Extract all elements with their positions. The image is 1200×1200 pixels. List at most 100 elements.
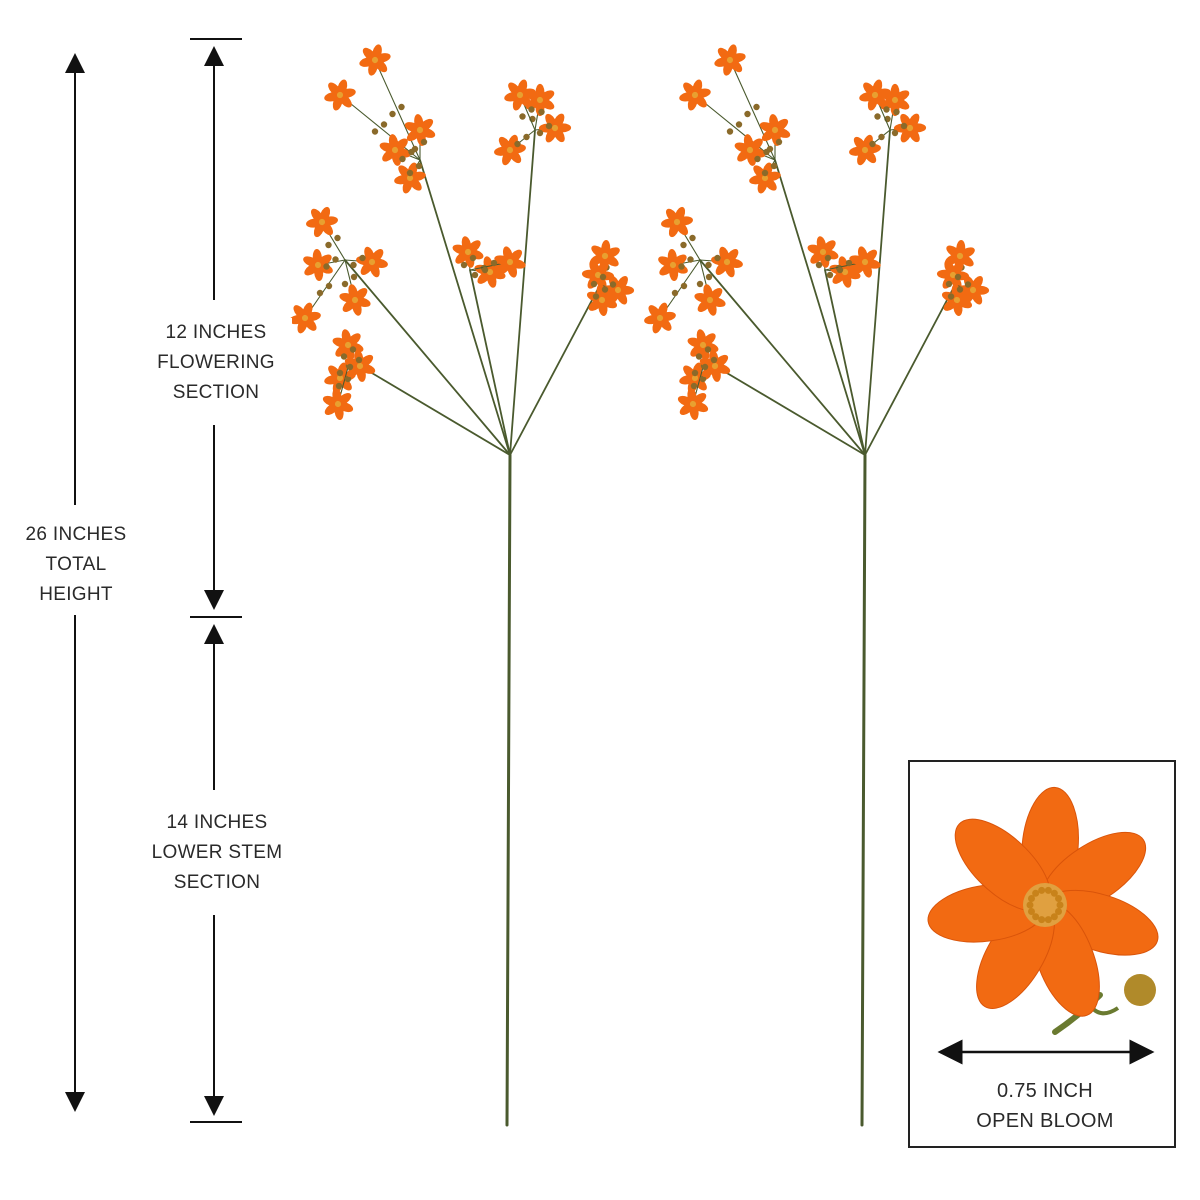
- flower-icon: [306, 206, 338, 238]
- flower-icon: [504, 79, 536, 111]
- bud-icon: [538, 108, 545, 116]
- flower-icon: [658, 248, 688, 282]
- bud-icon: [335, 382, 343, 390]
- bud-icon: [332, 256, 339, 263]
- bud-icon: [350, 273, 358, 281]
- bud-icon: [705, 261, 712, 269]
- flower-icon: [661, 206, 693, 238]
- bud-icon: [349, 346, 357, 353]
- bud-icon: [836, 266, 844, 274]
- bud-icon: [893, 108, 900, 116]
- bud-icon: [420, 138, 428, 146]
- bud-icon: [754, 155, 761, 163]
- flower-icon: [379, 134, 411, 166]
- flowering-section-dimension: [190, 38, 242, 618]
- bud-icon: [815, 261, 823, 269]
- flower-icon: [945, 239, 975, 273]
- bud-icon: [878, 133, 885, 141]
- bud-icon: [336, 369, 344, 377]
- bloom-closeup: [927, 786, 1159, 1035]
- bud-icon: [680, 241, 687, 249]
- bud-icon: [340, 353, 348, 360]
- bud-icon: [947, 293, 955, 300]
- flower-icon: [525, 83, 555, 117]
- bud-icon: [964, 281, 972, 288]
- bud-icon: [460, 261, 468, 269]
- bud-icon: [523, 133, 530, 141]
- flower-icon: [849, 134, 881, 166]
- flower-icon: [590, 239, 620, 273]
- bud-icon: [323, 263, 330, 270]
- bud-icon: [891, 129, 899, 137]
- bud-icon: [490, 259, 498, 267]
- bud-icon: [346, 363, 354, 371]
- flower-icon: [694, 284, 726, 316]
- bud-icon: [341, 280, 349, 288]
- bud-icon: [696, 280, 704, 288]
- bud-icon: [406, 169, 414, 177]
- flower-stem-left: [289, 44, 635, 1127]
- bud-icon: [735, 121, 743, 128]
- flowering-section-label: 12 INCHES FLOWERING SECTION: [140, 318, 292, 408]
- bud-icon: [325, 241, 332, 249]
- bud-icon: [680, 282, 688, 290]
- flower-icon: [344, 350, 376, 382]
- bud-icon: [671, 289, 679, 297]
- bud-icon: [824, 254, 832, 262]
- bud-icon: [1124, 974, 1156, 1006]
- bud-icon: [325, 282, 333, 290]
- bud-icon: [609, 281, 617, 288]
- bud-icon: [355, 356, 363, 364]
- flower-icon: [324, 79, 356, 111]
- flower-icon: [303, 248, 333, 282]
- flower-icon: [322, 388, 354, 420]
- bud-icon: [599, 273, 607, 281]
- bud-icon: [380, 121, 388, 128]
- bud-icon: [705, 273, 713, 281]
- bloom-size-label: 0.75 INCH OPEN BLOOM: [976, 1080, 1114, 1132]
- bud-icon: [874, 113, 881, 120]
- flower-icon: [644, 302, 676, 334]
- bud-icon: [601, 286, 609, 293]
- bud-icon: [726, 128, 734, 135]
- bud-icon: [469, 254, 477, 262]
- flower-icon: [734, 134, 766, 166]
- bud-icon: [845, 259, 853, 267]
- bud-icon: [691, 369, 699, 377]
- bud-icon: [714, 254, 721, 262]
- bud-icon: [690, 382, 698, 390]
- bud-icon: [687, 256, 694, 263]
- flower-icon: [849, 246, 881, 278]
- bud-icon: [334, 234, 341, 242]
- bud-icon: [689, 234, 696, 242]
- bud-icon: [398, 103, 405, 111]
- bud-icon: [519, 113, 526, 120]
- bud-icon: [592, 293, 600, 300]
- flower-icon: [394, 162, 426, 194]
- bud-icon: [415, 162, 423, 170]
- flower-icon: [339, 284, 371, 316]
- flower-icon: [359, 44, 391, 76]
- bud-icon: [399, 155, 406, 163]
- bud-icon: [704, 346, 712, 353]
- bud-icon: [869, 140, 876, 148]
- bud-icon: [883, 106, 890, 113]
- bud-icon: [699, 375, 707, 383]
- bud-icon: [710, 356, 718, 364]
- bud-icon: [411, 145, 419, 153]
- bud-icon: [945, 280, 953, 288]
- lower-stem-dimension: [190, 624, 242, 1123]
- total-height-label: 26 INCHES TOTAL HEIGHT: [10, 520, 142, 610]
- lower-stem-label: 14 INCHES LOWER STEM SECTION: [136, 808, 298, 898]
- bud-icon: [695, 353, 703, 360]
- open-bloom-icon: [927, 786, 1159, 1017]
- bud-icon: [545, 122, 553, 130]
- flower-icon: [289, 302, 321, 334]
- bud-icon: [536, 129, 544, 137]
- bud-icon: [761, 169, 769, 177]
- bud-icon: [753, 103, 760, 111]
- flower-icon: [494, 246, 526, 278]
- bud-icon: [350, 261, 357, 269]
- flower-icon: [714, 44, 746, 76]
